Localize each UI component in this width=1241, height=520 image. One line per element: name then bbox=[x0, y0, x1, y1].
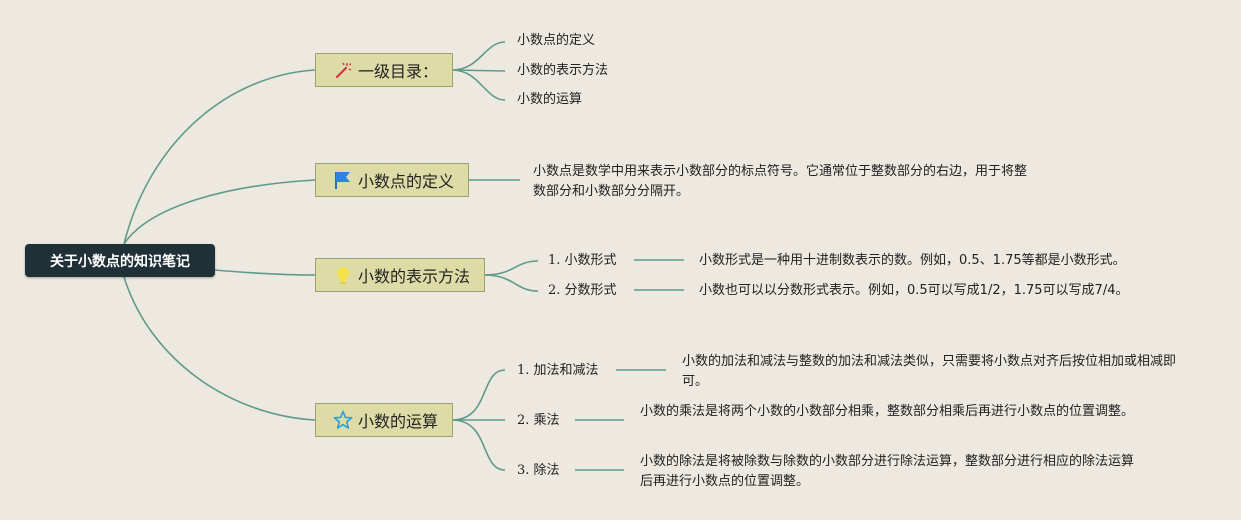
operation-item-2-label[interactable]: 2. 乘法 bbox=[517, 413, 560, 428]
representation-item-1-description: 小数形式是一种用十进制数表示的数。例如，0.5、1.75等都是小数形式。 bbox=[699, 253, 1126, 268]
representation-item-2-description: 小数也可以以分数形式表示。例如，0.5可以写成1/2，1.75可以写成7/4。 bbox=[699, 283, 1129, 298]
star-icon bbox=[332, 409, 354, 431]
toc-item-3[interactable]: 小数的运算 bbox=[517, 92, 583, 107]
connector-t3-c1 bbox=[483, 260, 539, 276]
operation-item-3-label[interactable]: 3. 除法 bbox=[517, 463, 560, 478]
topic-decimal-point-definition[interactable]: 小数点的定义 bbox=[315, 163, 469, 197]
connector-root-topic4 bbox=[123, 276, 316, 421]
toc-item-2[interactable]: 小数的表示方法 bbox=[517, 63, 609, 78]
representation-item-1-label[interactable]: 1. 小数形式 bbox=[548, 253, 617, 268]
connector-t4-c3 bbox=[451, 419, 506, 471]
connector-t1-c3 bbox=[451, 69, 506, 101]
root-node[interactable]: 关于小数点的知识笔记 bbox=[25, 244, 215, 277]
connector-t3-c2 bbox=[483, 274, 539, 292]
topic-table-of-contents[interactable]: 一级目录： bbox=[315, 53, 453, 87]
topic-label: 小数点的定义 bbox=[358, 172, 455, 191]
connector-root-topic3 bbox=[213, 269, 316, 276]
topic-label: 一级目录： bbox=[358, 62, 439, 81]
connector-t1-c2 bbox=[451, 69, 506, 72]
operation-item-1-description: 小数的加法和减法与整数的加法和减法类似，只需要将小数点对齐后按位相加或相减即可。 bbox=[682, 354, 1177, 389]
operation-item-1-label[interactable]: 1. 加法和减法 bbox=[517, 363, 599, 378]
magic-wand-icon bbox=[332, 59, 354, 81]
toc-item-1[interactable]: 小数点的定义 bbox=[517, 33, 596, 48]
lightbulb-icon bbox=[332, 264, 354, 286]
connector-t1-c1 bbox=[451, 41, 506, 71]
definition-description: 小数点是数学中用来表示小数部分的标点符号。它通常位于整数部分的右边，用于将整数部… bbox=[533, 164, 1028, 199]
representation-item-2-label[interactable]: 2. 分数形式 bbox=[548, 283, 617, 298]
operation-item-2-description: 小数的乘法是将两个小数的小数部分相乘，整数部分相乘后再进行小数点的位置调整。 bbox=[640, 404, 1135, 419]
operation-item-3-description: 小数的除法是将被除数与除数的小数部分进行除法运算，整数部分进行相应的除法运算后再… bbox=[640, 454, 1135, 489]
connector-t4-c1 bbox=[451, 369, 506, 421]
connector-root-topic1 bbox=[123, 69, 316, 245]
flag-icon bbox=[332, 169, 354, 191]
topic-decimal-operations[interactable]: 小数的运算 bbox=[315, 403, 453, 437]
topic-label: 小数的运算 bbox=[358, 412, 439, 431]
connector-root-topic2 bbox=[123, 179, 316, 245]
topic-label: 小数的表示方法 bbox=[358, 267, 471, 286]
root-title: 关于小数点的知识笔记 bbox=[50, 253, 190, 270]
topic-decimal-representation[interactable]: 小数的表示方法 bbox=[315, 258, 485, 292]
